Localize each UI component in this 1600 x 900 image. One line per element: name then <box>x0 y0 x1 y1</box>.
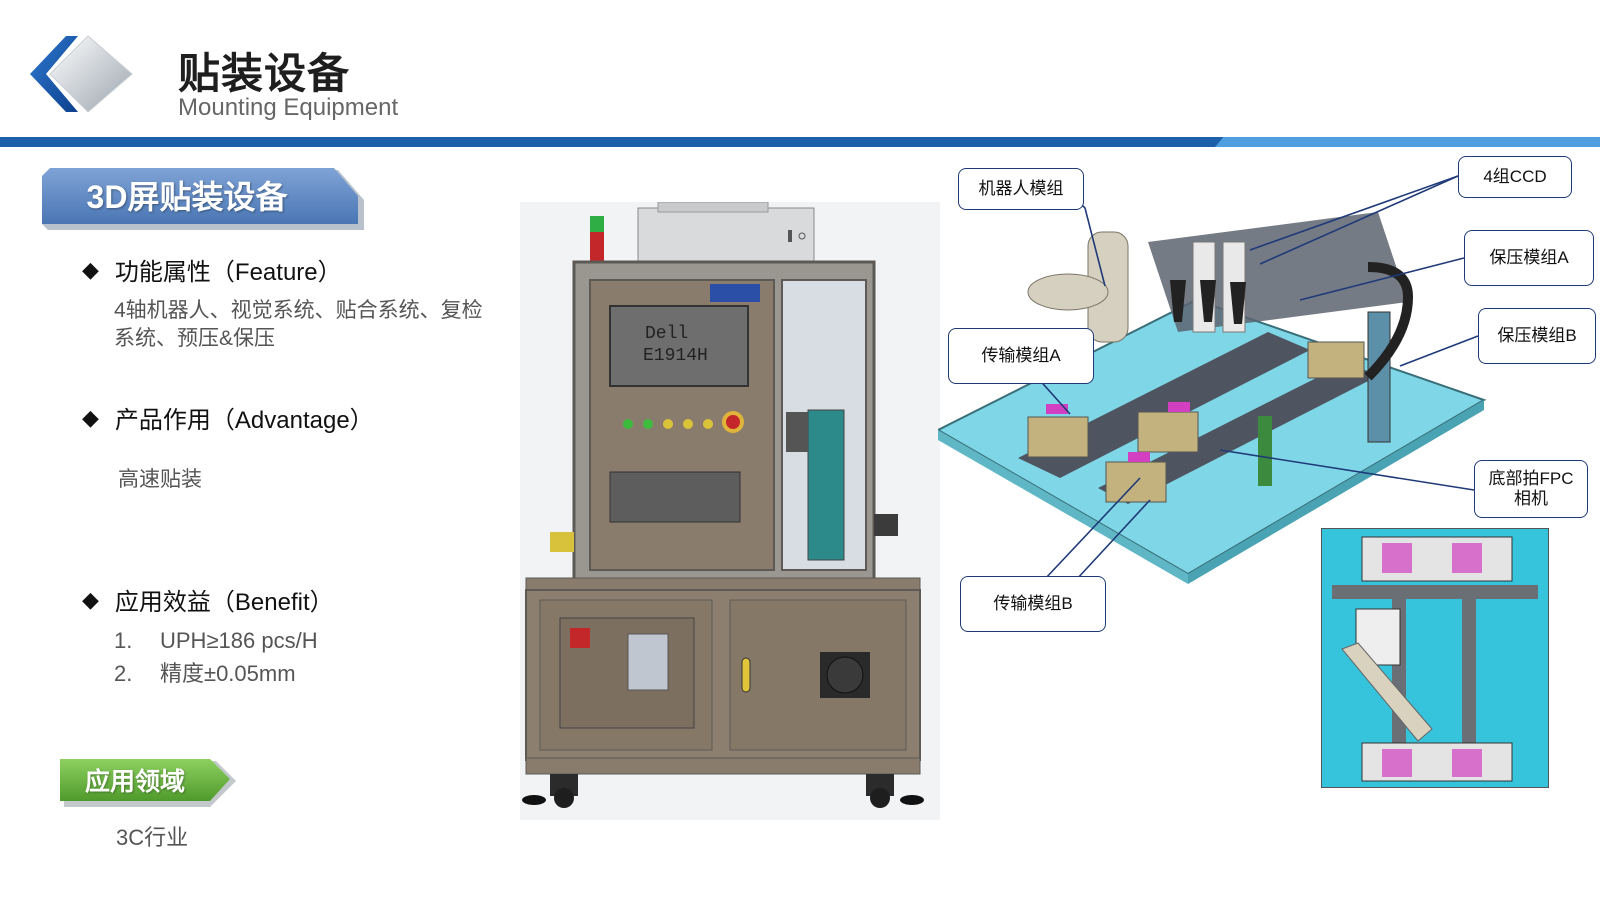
callout-robot-module: 机器人模组 <box>958 168 1084 210</box>
callout-transfer-module-b: 传输模组B <box>960 576 1106 632</box>
benefit-item-number: 1. <box>114 628 133 653</box>
callout-4ccd: 4组CCD <box>1458 156 1572 198</box>
callout-fpc-camera-line2: 相机 <box>1514 489 1548 508</box>
benefit-heading: ◆ 应用效益（Benefit） <box>82 582 334 617</box>
callout-press-module-b: 保压模组B <box>1478 308 1596 364</box>
diamond-bullet-icon: ◆ <box>82 404 99 430</box>
page-subtitle: Mounting Equipment <box>178 94 399 121</box>
benefit-item-number: 2. <box>114 661 133 686</box>
machine-cabinet-image: Dell E1914H <box>520 202 940 820</box>
monitor-label-line2: E1914H <box>643 346 708 366</box>
diamond-bullet-icon: ◆ <box>82 256 99 282</box>
advantage-heading: ◆ 产品作用（Advantage） <box>82 400 374 435</box>
application-tag-shape <box>60 759 236 807</box>
page-title: 贴装设备 <box>178 50 351 97</box>
chevron-logo-icon <box>30 35 133 113</box>
callout-fpc-camera: 底部拍FPC 相机 <box>1474 460 1588 518</box>
feature-heading: ◆ 功能属性（Feature） <box>82 252 342 287</box>
diamond-bullet-icon: ◆ <box>82 586 99 612</box>
feature-heading-text: 功能属性（Feature） <box>114 259 342 286</box>
callout-press-module-a: 保压模组A <box>1464 230 1594 286</box>
application-text: 3C行业 <box>116 825 189 850</box>
feature-text: 4轴机器人、视觉系统、贴合系统、复检系统、预压&保压 <box>114 299 483 350</box>
advantage-heading-text: 产品作用（Advantage） <box>114 407 374 434</box>
callout-fpc-camera-line1: 底部拍FPC <box>1488 469 1574 488</box>
benefit-item-text: UPH≥186 pcs/H <box>160 628 318 653</box>
callout-transfer-module-a: 传输模组A <box>948 328 1094 384</box>
section-tag-shape <box>42 168 364 230</box>
benefit-item: 1. UPH≥186 pcs/H <box>114 628 318 654</box>
header-divider-light <box>1215 137 1600 147</box>
monitor-label-line1: Dell <box>645 324 688 344</box>
header-divider-dark <box>0 137 1225 147</box>
section-tag-label: 3D屏贴装设备 <box>86 179 288 215</box>
benefit-item-text: 精度±0.05mm <box>160 661 296 686</box>
benefit-heading-text: 应用效益（Benefit） <box>114 589 334 616</box>
benefit-item: 2. 精度±0.05mm <box>114 656 296 688</box>
mounting-module-top-view-image <box>1321 528 1549 788</box>
application-tag-label: 应用领域 <box>84 768 185 796</box>
advantage-text: 高速贴装 <box>118 468 202 491</box>
